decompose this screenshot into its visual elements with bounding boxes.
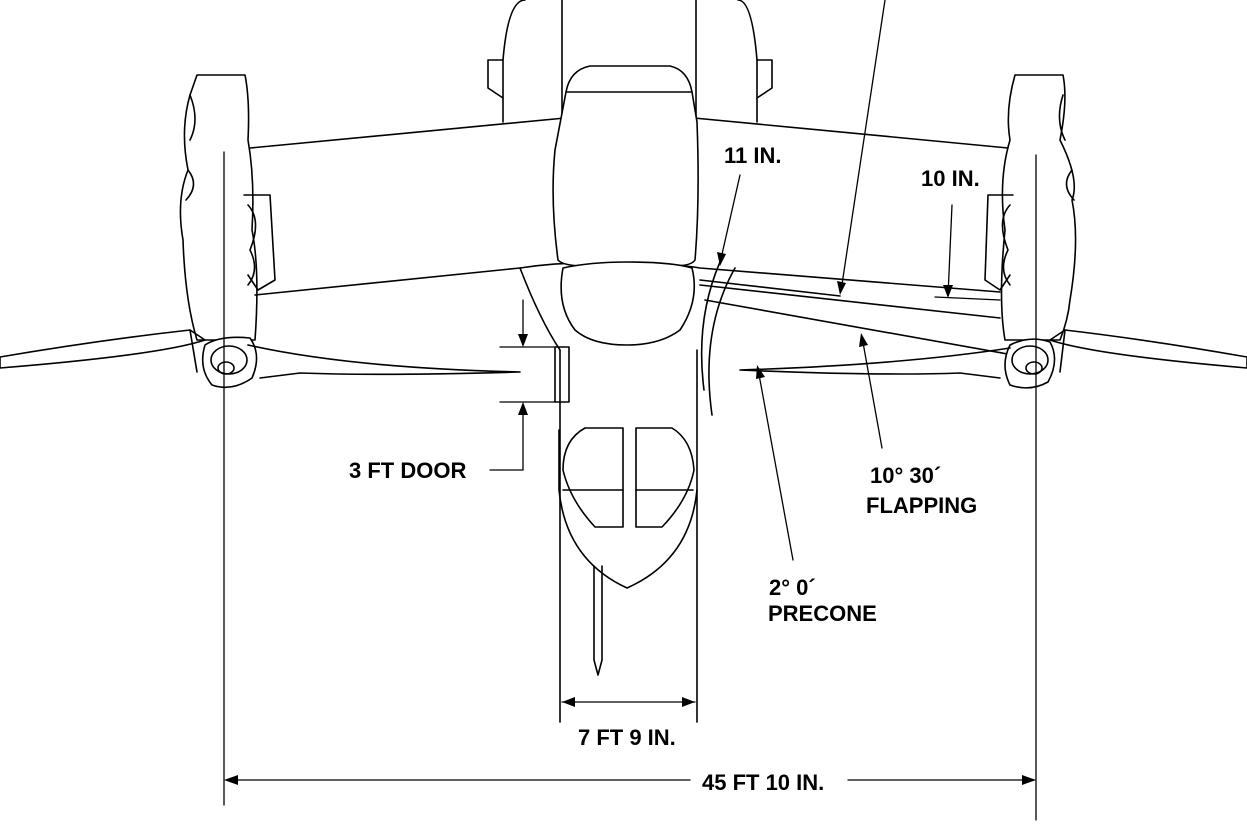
cockpit-windows: [562, 427, 695, 528]
door-label: 3 FT DOOR: [349, 458, 466, 483]
fuselage-width-dimension: [561, 697, 696, 707]
left-rotor-blade: [0, 329, 521, 379]
door-outline: [554, 346, 570, 403]
wing-thickness-label: 11 IN.: [724, 143, 781, 168]
right-nacelle: [984, 74, 1077, 341]
precone-angle-label: 2° 0´: [769, 575, 816, 600]
leader-lines: [717, 0, 953, 561]
precone-label: PRECONE: [768, 601, 877, 626]
right-rotor-hub: [1004, 338, 1056, 389]
left-rotor-hub: [201, 336, 258, 389]
overall-width-dimension: [223, 151, 1037, 821]
door-dimension: [489, 299, 556, 471]
overall-width-label: 45 FT 10 IN.: [702, 770, 824, 795]
fuselage: [487, 0, 773, 723]
right-rotor-blade: [739, 329, 1247, 379]
left-nacelle: [179, 74, 276, 341]
flapping-label: FLAPPING: [866, 493, 977, 518]
tip-clearance-label: 10 IN.: [921, 166, 980, 191]
flapping-angle-label: 10° 30´: [870, 463, 941, 488]
canopy: [552, 65, 699, 346]
fuselage-width-label: 7 FT 9 IN.: [578, 725, 676, 750]
